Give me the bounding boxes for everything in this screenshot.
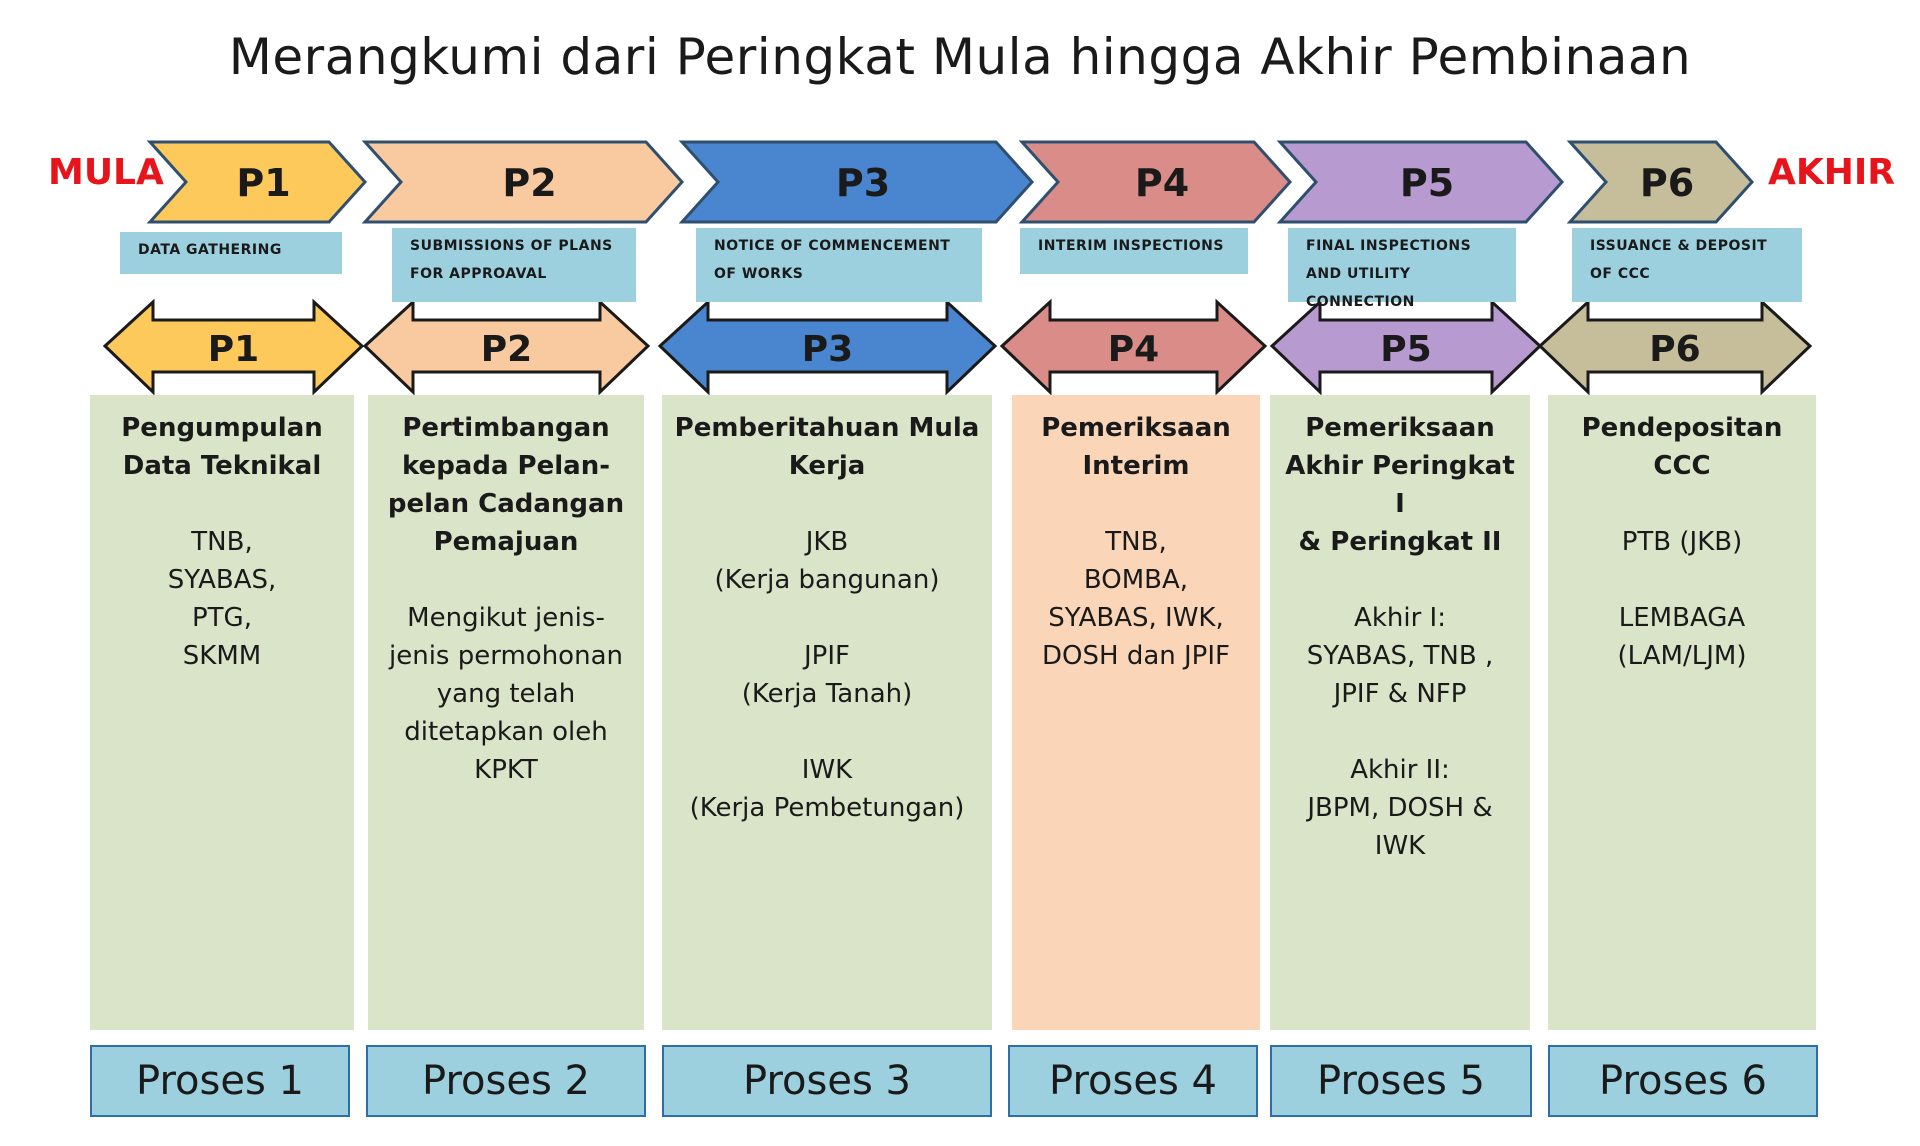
stage-1-double-arrow <box>102 298 365 396</box>
stage-6-heading: Pendepositan CCC <box>1581 413 1783 481</box>
stage-5-chevron <box>1276 140 1565 224</box>
start-label: MULA <box>48 152 164 193</box>
stage-4-column: Pemeriksaan Interim TNB, BOMBA, SYABAS, … <box>1012 395 1260 1030</box>
diagram-title: Merangkumi dari Peringkat Mula hingga Ak… <box>228 28 1692 86</box>
stage-2-en-label: Submissions of plans for approaval <box>392 228 636 302</box>
process-2-box: Proses 2 <box>366 1045 646 1117</box>
stage-6-chevron <box>1566 140 1755 224</box>
stage-2-heading: Pertimbangan kepada Pelan- pelan Cadanga… <box>387 413 625 557</box>
stage-1-arrow-code: P1 <box>208 329 259 370</box>
process-6-box: Proses 6 <box>1548 1045 1818 1117</box>
process-5-box: Proses 5 <box>1270 1045 1532 1117</box>
process-1-box: Proses 1 <box>90 1045 350 1117</box>
stage-3-chevron-code: P3 <box>836 161 890 205</box>
stage-6-double-arrow <box>1537 298 1813 396</box>
stage-5-details: Akhir I: SYABAS, TNB , JPIF & NFP Akhir … <box>1306 603 1494 861</box>
stage-1-chevron <box>146 140 368 224</box>
stage-6-arrow-code: P6 <box>1649 329 1700 370</box>
stage-2-chevron-code: P2 <box>502 161 556 205</box>
stage-4-details: TNB, BOMBA, SYABAS, IWK, DOSH dan JPIF <box>1042 527 1230 671</box>
stage-4-chevron-code: P4 <box>1135 161 1189 205</box>
stage-2-double-arrow <box>362 298 651 396</box>
stage-2-chevron <box>361 140 685 224</box>
stage-3-en-label: Notice of commencement of works <box>696 228 982 302</box>
stage-3-arrow-code: P3 <box>802 329 853 370</box>
process-4-box: Proses 4 <box>1008 1045 1258 1117</box>
stage-6-details: PTB (JKB) LEMBAGA (LAM/LJM) <box>1617 527 1747 671</box>
stage-3-double-arrow <box>657 298 998 396</box>
stage-4-heading: Pemeriksaan Interim <box>1041 413 1231 481</box>
stage-1-heading: Pengumpulan Data Teknikal <box>121 413 323 481</box>
stage-5-chevron-code: P5 <box>1400 161 1454 205</box>
stage-2-arrow-code: P2 <box>481 329 532 370</box>
stage-1-details: TNB, SYABAS, PTG, SKMM <box>167 527 277 671</box>
stage-6-column: Pendepositan CCC PTB (JKB) LEMBAGA (LAM/… <box>1548 395 1816 1030</box>
stage-6-en-label: Issuance & deposit of CCC <box>1572 228 1802 302</box>
stage-4-chevron <box>1018 140 1293 224</box>
process-3-box: Proses 3 <box>662 1045 992 1117</box>
stage-3-heading: Pemberitahuan Mula Kerja <box>674 413 980 481</box>
stage-3-details: JKB (Kerja bangunan) JPIF (Kerja Tanah) … <box>689 527 965 823</box>
stage-5-arrow-code: P5 <box>1380 329 1431 370</box>
stage-5-en-label: Final inspections and utility connection <box>1288 228 1516 310</box>
stage-4-double-arrow <box>999 298 1268 396</box>
stage-4-en-label: Interim inspections <box>1020 228 1248 274</box>
stage-6-chevron-code: P6 <box>1640 161 1694 205</box>
stage-1-chevron-code: P1 <box>236 161 290 205</box>
stage-3-column: Pemberitahuan Mula Kerja JKB (Kerja bang… <box>662 395 992 1030</box>
stage-2-column: Pertimbangan kepada Pelan- pelan Cadanga… <box>368 395 644 1030</box>
stage-4-arrow-code: P4 <box>1108 329 1159 370</box>
stage-3-chevron <box>678 140 1035 224</box>
stage-5-column: Pemeriksaan Akhir Peringkat I & Peringka… <box>1270 395 1530 1030</box>
stage-2-details: Mengikut jenis- jenis permohonan yang te… <box>389 603 623 785</box>
end-label: AKHIR <box>1768 152 1896 193</box>
stage-1-column: Pengumpulan Data Teknikal TNB, SYABAS, P… <box>90 395 354 1030</box>
stage-1-en-label: Data Gathering <box>120 232 342 274</box>
stage-5-heading: Pemeriksaan Akhir Peringkat I & Peringka… <box>1285 413 1515 557</box>
